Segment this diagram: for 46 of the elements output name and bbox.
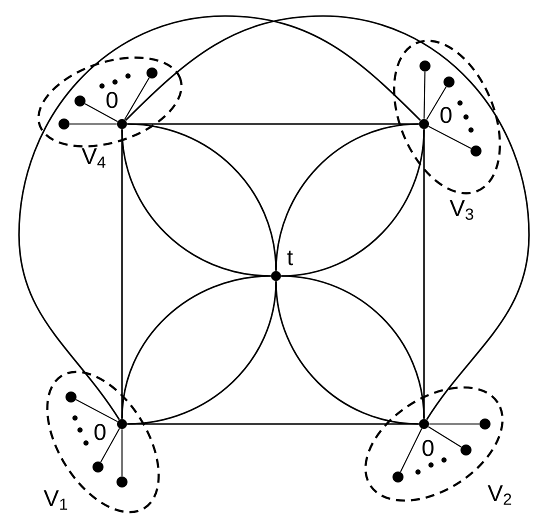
edge [121,129,123,419]
set-label: V$_{4}$ [82,148,106,168]
edge [84,103,118,122]
vertex-dot [419,119,429,129]
edge [124,78,150,120]
vertex-dot [66,392,76,402]
edge [429,423,480,425]
vertex-dot [146,68,158,78]
edge [400,428,422,472]
vertex-dot [92,462,104,472]
vertex-dot [116,476,128,488]
vertex-label: 0 [94,424,106,440]
vertex-dot [74,96,86,106]
vertex-dot [419,419,429,429]
vertex-label: 0 [440,106,452,124]
set-label: V$_{2}$ [488,485,512,505]
edge [428,126,472,149]
vertex-dot [460,444,472,456]
edge [428,426,462,448]
vertex-dot [117,119,127,129]
vertex-dot [271,271,281,281]
edge [127,123,419,125]
edge [426,86,447,120]
curved-edge [275,281,419,425]
edge [127,423,419,425]
vertex-dot [444,76,454,88]
vertex-dot [470,146,482,156]
edge [121,429,123,476]
edge [424,72,426,119]
vertex-dot [420,60,430,72]
vertex-label: 0 [106,92,118,108]
curved-edge [281,275,425,419]
curved-edge [125,15,530,420]
edge [70,123,117,125]
set-label: V$_{1}$ [44,490,68,510]
vertex-label: 0 [422,440,434,456]
edge [76,399,118,422]
vertex-dot [392,472,404,482]
vertex-dot [480,418,490,430]
vertex-dot [117,419,127,429]
set-label: V$_{3}$ [450,200,474,220]
vertex-label: t [287,250,293,266]
edge [423,129,425,419]
curved-edge [18,15,421,420]
vertex-dot [58,118,70,130]
edge [100,428,120,462]
